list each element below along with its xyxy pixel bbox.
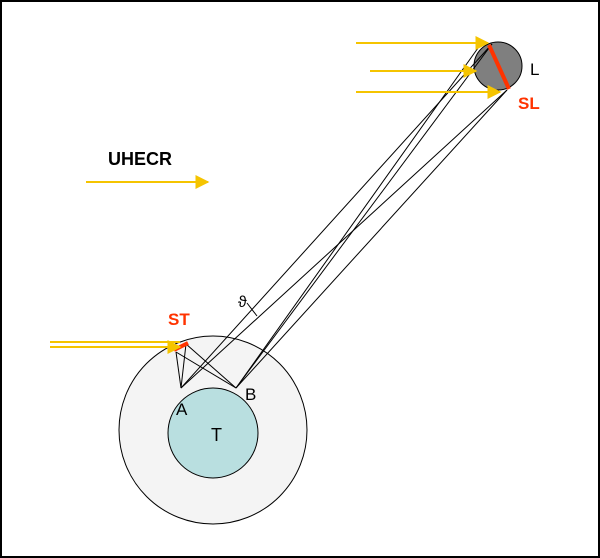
uhecr-label: UHECR <box>108 149 172 169</box>
earth-label: T <box>211 425 222 445</box>
earth-circle <box>167 387 259 479</box>
sight-lines <box>175 43 508 389</box>
st-label: ST <box>168 310 190 329</box>
point-a-label: A <box>176 400 188 419</box>
moon-label: L <box>530 60 539 79</box>
point-b-label: B <box>245 385 256 404</box>
sl-label: SL <box>518 94 540 113</box>
sl-surface-marker <box>487 44 511 90</box>
ray-arrows <box>50 36 502 354</box>
theta-angle-label: ϑ <box>238 294 247 311</box>
